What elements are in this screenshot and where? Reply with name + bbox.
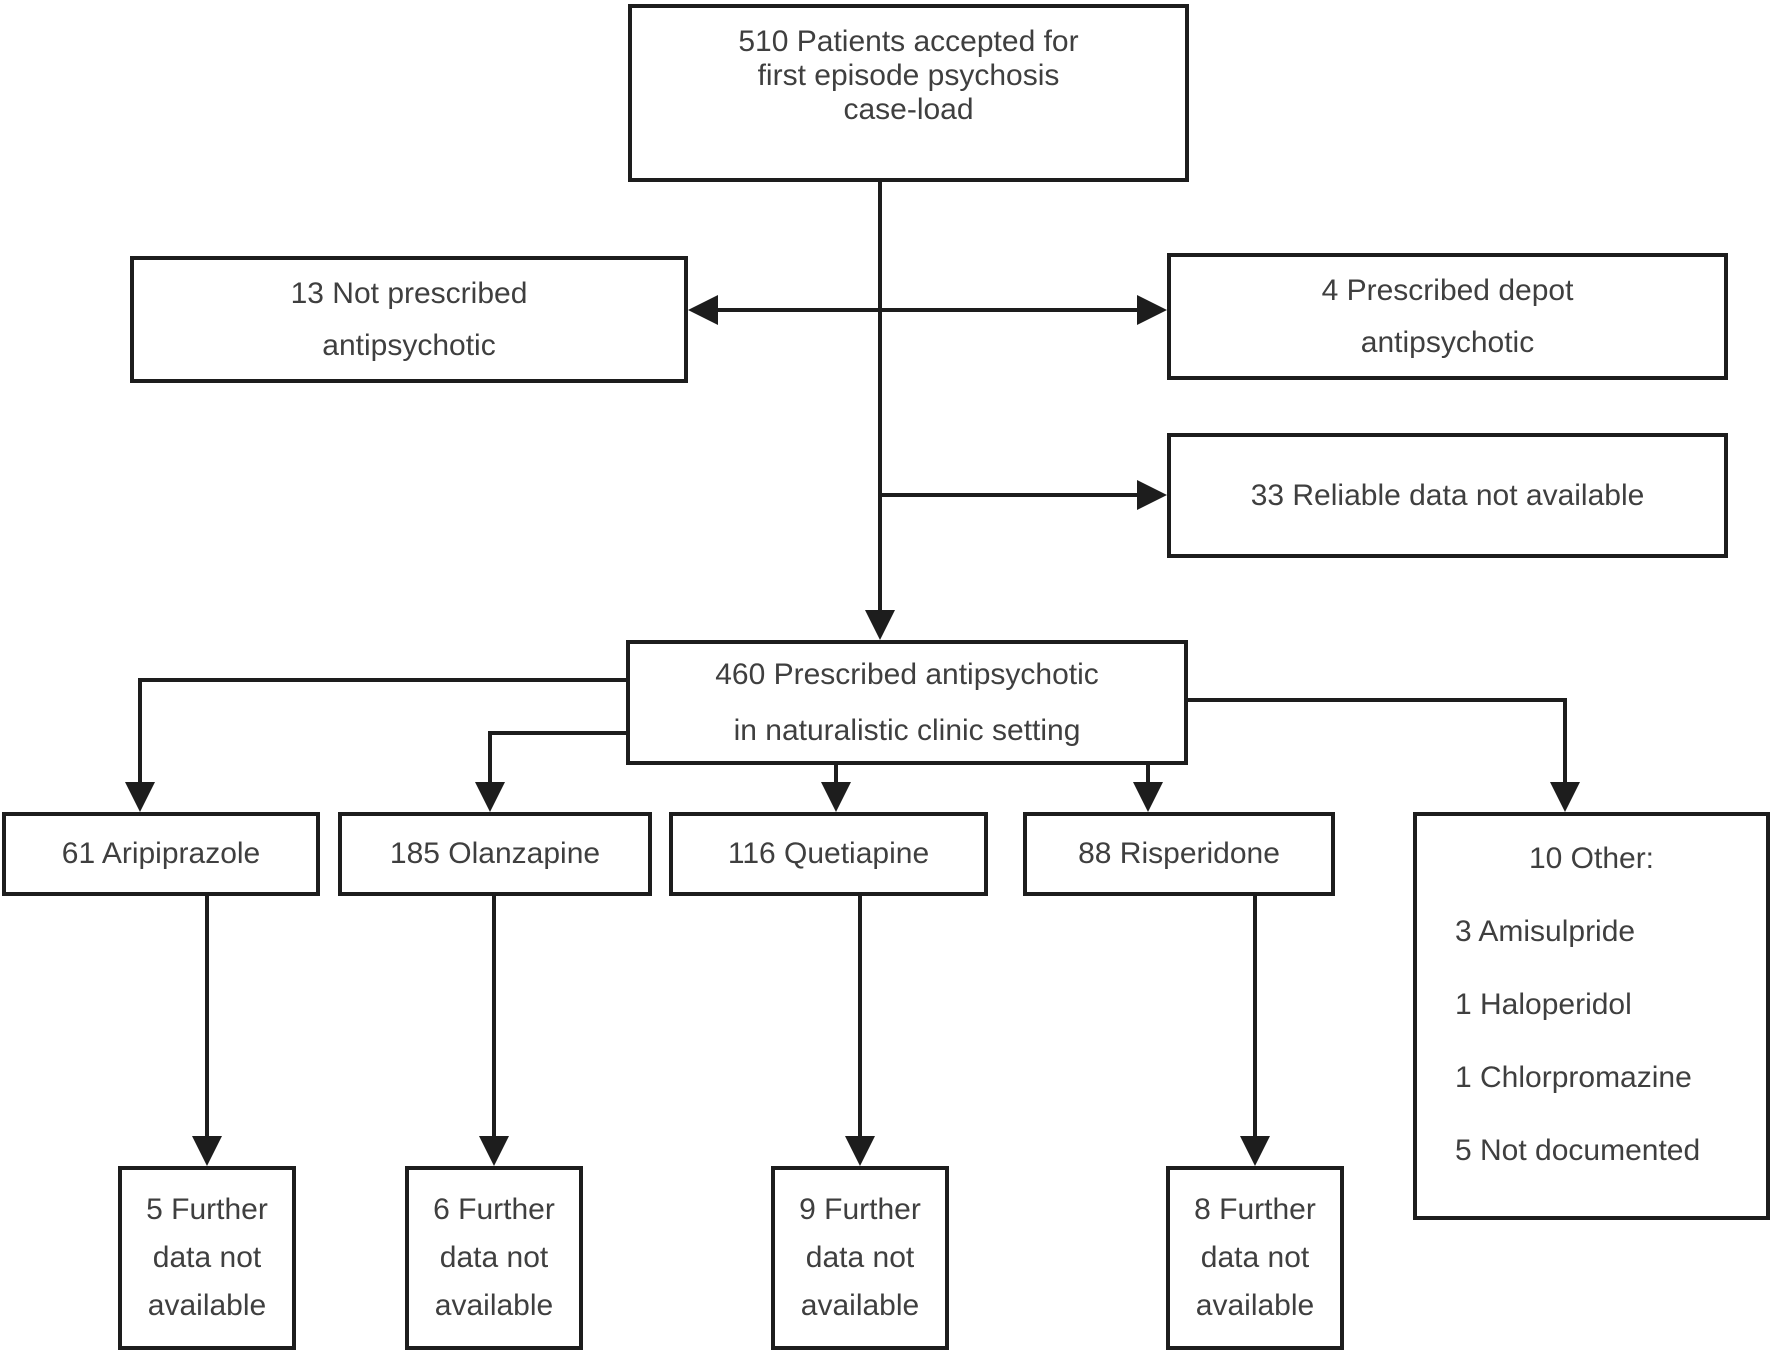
- node-text-line: 9 Further: [799, 1193, 921, 1226]
- connector-further-risperidone: [1253, 896, 1257, 1140]
- node-aripiprazole: 61 Aripiprazole: [2, 812, 320, 896]
- connector-olanzapine-v: [488, 731, 492, 786]
- node-text-line: in naturalistic clinic setting: [733, 713, 1081, 747]
- node-depot-antipsychotic: 4 Prescribed depot antipsychotic: [1167, 253, 1728, 380]
- node-text-line: 88 Risperidone: [1078, 837, 1280, 870]
- node-not-prescribed: 13 Not prescribed antipsychotic: [130, 256, 688, 383]
- connector-olanzapine-h: [488, 731, 626, 735]
- node-olanzapine: 185 Olanzapine: [338, 812, 652, 896]
- node-text-line: antipsychotic: [322, 328, 496, 362]
- connector-further-olanzapine: [492, 896, 496, 1140]
- node-text-line: 5 Further: [146, 1193, 268, 1226]
- connector-aripiprazole-v: [138, 678, 142, 786]
- node-text-line: available: [1195, 1289, 1315, 1322]
- node-text-line: 510 Patients accepted for: [738, 25, 1079, 58]
- node-further-data-risperidone: 8 Further data not available: [1166, 1166, 1344, 1350]
- node-further-data-aripiprazole: 5 Further data not available: [118, 1166, 296, 1350]
- other-item-amisulpride: 3 Amisulpride: [1455, 915, 1636, 948]
- node-text-line: available: [800, 1289, 920, 1322]
- connector-further-aripiprazole: [205, 896, 209, 1140]
- arrowhead-into-other: [1550, 782, 1580, 812]
- node-text-line: data not: [805, 1241, 915, 1274]
- arrowhead-into-olanzapine: [475, 782, 505, 812]
- node-text-line: 116 Quetiapine: [727, 837, 930, 870]
- arrowhead-into-quetiapine: [821, 782, 851, 812]
- arrowhead-into-prescribed: [865, 610, 895, 640]
- connector-exclusions-top: [712, 308, 1143, 312]
- node-text-line: 8 Further: [1194, 1193, 1316, 1226]
- arrowhead-into-risperidone: [1133, 782, 1163, 812]
- node-text-line: case-load: [843, 93, 974, 126]
- connector-further-quetiapine: [858, 896, 862, 1140]
- node-text-line: antipsychotic: [1360, 325, 1535, 359]
- node-text-line: 6 Further: [433, 1193, 555, 1226]
- node-text-line: 13 Not prescribed: [290, 276, 528, 310]
- connector-risperidone-v: [1146, 765, 1150, 788]
- node-text-line: 61 Aripiprazole: [61, 837, 261, 870]
- other-title: 10 Other:: [1528, 842, 1655, 875]
- node-prescribed-antipsychotic: 460 Prescribed antipsychotic in naturali…: [626, 640, 1188, 765]
- node-further-data-quetiapine: 9 Further data not available: [771, 1166, 949, 1350]
- node-accepted-caseload: 510 Patients accepted for first episode …: [628, 4, 1189, 182]
- arrowhead-into-reliable: [1137, 480, 1167, 510]
- node-reliable-data-not-available: 33 Reliable data not available: [1167, 433, 1728, 558]
- connector-other-v: [1563, 698, 1567, 786]
- node-text-line: 4 Prescribed depot: [1321, 273, 1574, 307]
- node-text-line: 460 Prescribed antipsychotic: [715, 657, 1099, 691]
- node-text-line: 33 Reliable data not available: [1250, 478, 1645, 512]
- node-text-line: first episode psychosis: [757, 59, 1060, 92]
- connector-reliable: [878, 493, 1143, 497]
- node-text-line: 185 Olanzapine: [389, 837, 601, 870]
- node-text-line: available: [147, 1289, 267, 1322]
- node-further-data-olanzapine: 6 Further data not available: [405, 1166, 583, 1350]
- node-text-line: data not: [439, 1241, 549, 1274]
- other-item-not-documented: 5 Not documented: [1455, 1134, 1701, 1167]
- arrowhead-into-further-olanzapine: [479, 1136, 509, 1166]
- node-risperidone: 88 Risperidone: [1023, 812, 1335, 896]
- connector-other-h: [1188, 698, 1567, 702]
- arrowhead-into-aripiprazole: [125, 782, 155, 812]
- connector-spine: [878, 182, 882, 614]
- arrowhead-into-further-aripiprazole: [192, 1136, 222, 1166]
- node-text-line: data not: [152, 1241, 262, 1274]
- other-item-chlorpromazine: 1 Chlorpromazine: [1455, 1061, 1692, 1094]
- other-item-haloperidol: 1 Haloperidol: [1455, 988, 1632, 1021]
- node-text-line: available: [434, 1289, 554, 1322]
- arrowhead-into-not-prescribed: [688, 295, 718, 325]
- connector-quetiapine-v: [834, 765, 838, 788]
- arrowhead-into-further-risperidone: [1240, 1136, 1270, 1166]
- node-text-line: data not: [1200, 1241, 1310, 1274]
- node-other-antipsychotics: 10 Other: 3 Amisulpride 1 Haloperidol 1 …: [1413, 812, 1770, 1220]
- arrowhead-into-further-quetiapine: [845, 1136, 875, 1166]
- connector-aripiprazole-h: [138, 678, 626, 682]
- arrowhead-into-depot: [1137, 295, 1167, 325]
- node-quetiapine: 116 Quetiapine: [669, 812, 988, 896]
